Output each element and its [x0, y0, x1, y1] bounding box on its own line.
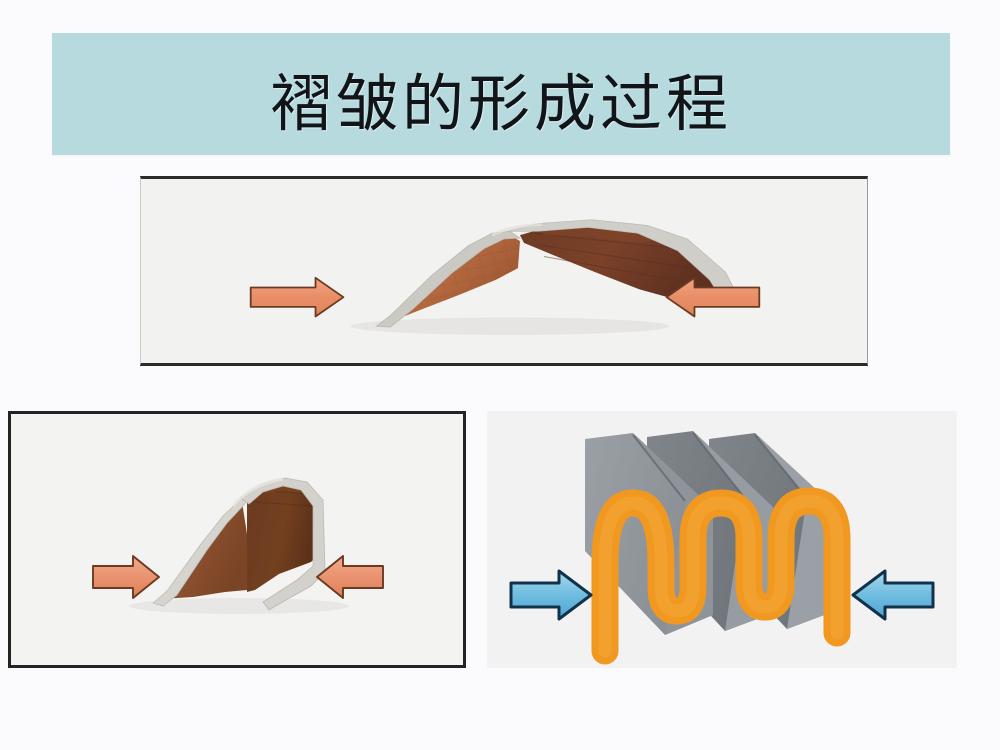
- fold-right-limb: [247, 483, 315, 592]
- model-ground-shadow: [350, 317, 670, 335]
- compression-arrow-right: [665, 276, 761, 318]
- compression-arrow-right: [316, 555, 384, 599]
- page-title: 褶皱的形成过程: [269, 71, 732, 139]
- fold-crest-highlight: [231, 477, 284, 508]
- fold-right-cap-layer: [240, 477, 326, 611]
- rock-layer-ridge-lines: [632, 432, 808, 502]
- figure-panel-fold-photo-single: [8, 411, 466, 668]
- fold-photo-wide-illustration: [141, 179, 867, 363]
- figure-panel-fold-photo-wide: [140, 176, 868, 366]
- model-ground-shadow: [129, 598, 349, 614]
- compression-arrow-right: [851, 569, 935, 621]
- title-banner: 褶皱的形成过程: [52, 33, 950, 155]
- fold-left-cap-layer: [375, 230, 521, 328]
- fold-crest-highlight: [491, 223, 542, 237]
- compression-arrow-left: [249, 276, 345, 318]
- figure-panel-fold-diagram-accordion: [487, 411, 957, 668]
- compression-arrow-left: [509, 569, 593, 621]
- fold-photo-single-illustration: [11, 414, 463, 665]
- fold-diagram-accordion-illustration: [487, 411, 957, 668]
- compression-arrow-left: [92, 555, 160, 599]
- marker-band-orange: [591, 487, 851, 665]
